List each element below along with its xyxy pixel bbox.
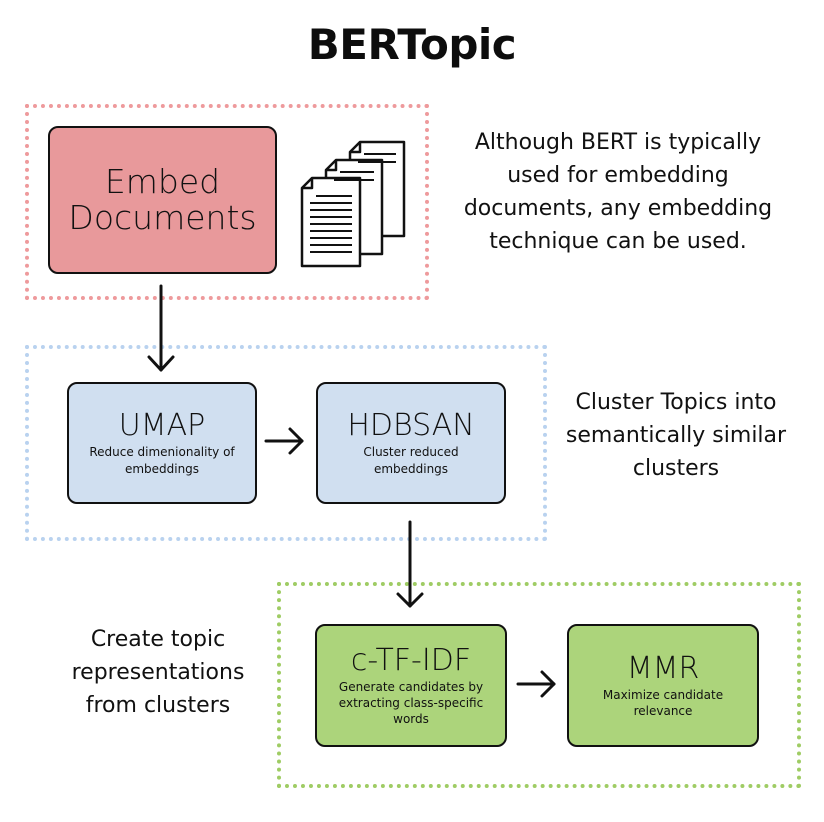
mmr-subtitle: Maximize candidate relevance bbox=[602, 687, 724, 718]
embed-documents-title-line2: Documents bbox=[68, 198, 257, 237]
embed-documents-box: Embed Documents bbox=[48, 126, 277, 274]
hdbscan-subtitle: Cluster reduced embeddings bbox=[363, 445, 459, 476]
arrow-hdbscan-to-ctfidf bbox=[396, 520, 424, 608]
umap-subtitle: Reduce dimenionality of embeddings bbox=[89, 445, 235, 476]
arrow-embed-to-umap bbox=[147, 284, 175, 372]
documents-icon bbox=[300, 140, 406, 268]
mmr-title: MMR bbox=[626, 650, 700, 686]
ctfidf-title: c-TF-IDF bbox=[350, 642, 472, 678]
cluster-note: Cluster Topics into semantically similar… bbox=[565, 390, 787, 481]
hdbscan-box: HDBSAN Cluster reduced embeddings bbox=[316, 382, 506, 504]
umap-box: UMAP Reduce dimenionality of embeddings bbox=[67, 382, 257, 504]
ctfidf-subtitle: Generate candidates by extracting class-… bbox=[338, 679, 484, 727]
arrow-ctfidf-to-mmr bbox=[516, 670, 556, 698]
ctfidf-box: c-TF-IDF Generate candidates by extracti… bbox=[315, 624, 507, 747]
embed-documents-title-line1: Embed bbox=[104, 161, 221, 201]
mmr-box: MMR Maximize candidate relevance bbox=[567, 624, 759, 747]
embed-group bbox=[25, 104, 429, 300]
representation-note: Create topic representations from cluste… bbox=[71, 627, 245, 718]
hdbscan-title: HDBSAN bbox=[347, 408, 475, 444]
embed-note: Although BERT is typically used for embe… bbox=[463, 130, 773, 254]
umap-title: UMAP bbox=[118, 408, 206, 444]
diagram-title: BERTopic bbox=[307, 20, 517, 69]
cluster-group bbox=[25, 345, 547, 541]
arrow-umap-to-hdbscan bbox=[264, 427, 304, 455]
representation-group bbox=[277, 582, 801, 788]
